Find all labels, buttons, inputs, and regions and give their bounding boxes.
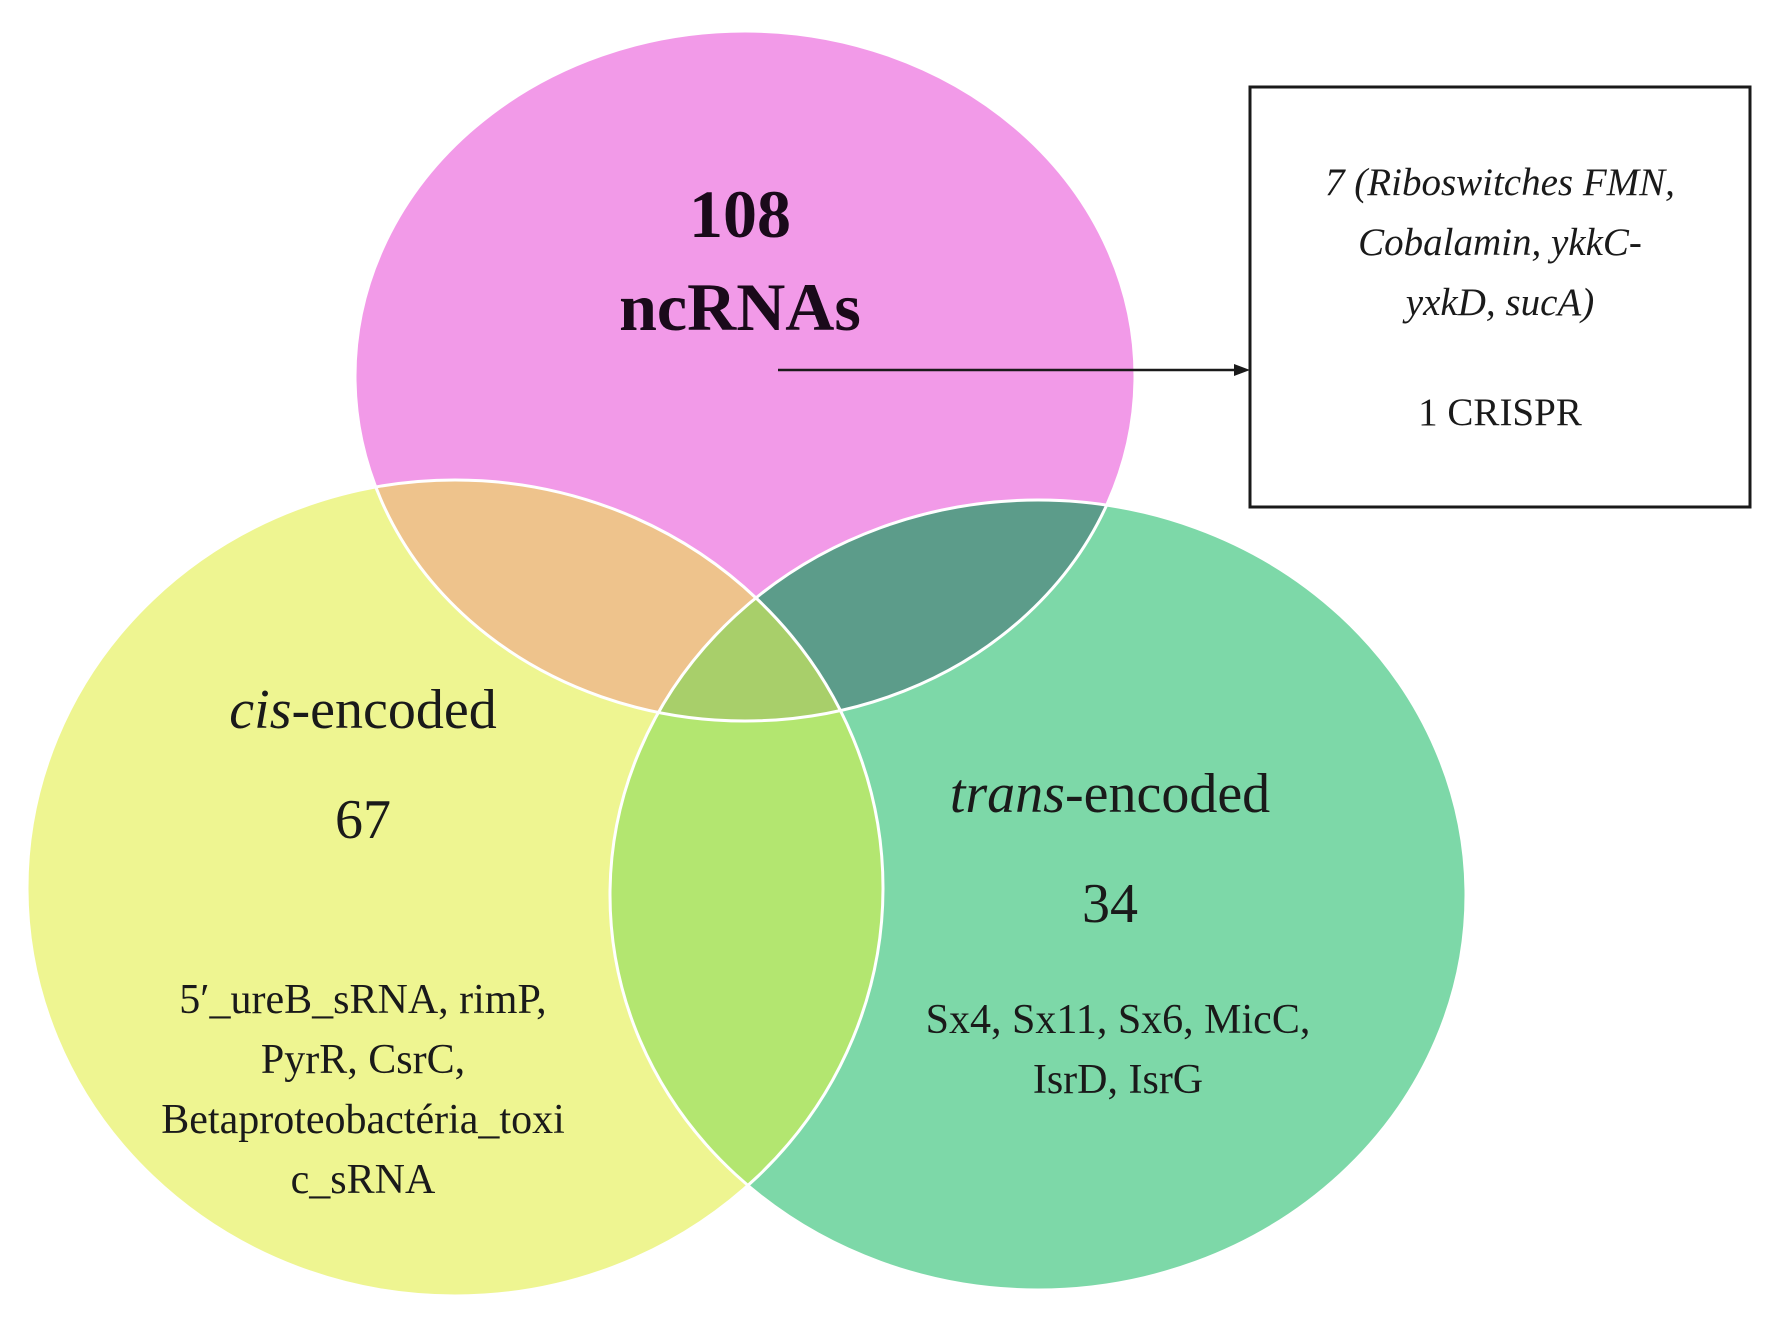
center-overlap (610, 500, 883, 721)
cis-item-line-3: Betaproteobactéria_toxi (161, 1097, 565, 1143)
cis-item-line-4: c_sRNA (291, 1157, 436, 1203)
cis-label-rest: -encoded (292, 679, 497, 741)
callout-riboswitch-line-2: Cobalamin, ykkC- (1358, 221, 1642, 264)
callout-riboswitch-line-3: yxkD, sucA) (1402, 281, 1594, 324)
callout-crispr: 1 CRISPR (1418, 391, 1582, 434)
trans-item-line-1: Sx4, Sx11, Sx6, MicC, (926, 997, 1311, 1043)
callout-arrow-head (1234, 364, 1250, 376)
cis-label-italic: cis (229, 679, 291, 741)
ncrnas-total-count: 108 (689, 176, 791, 252)
callout-box (1248, 85, 1752, 509)
trans-item-line-2: IsrD, IsrG (1033, 1057, 1203, 1103)
callout-riboswitch-line-1: 7 (Riboswitches FMN, (1325, 161, 1675, 204)
cis-encoded-count: 67 (335, 789, 391, 851)
cis-ncrnas-overlap (355, 480, 883, 721)
ncrnas-label: ncRNAs (619, 269, 861, 345)
trans-encoded-count: 34 (1082, 873, 1138, 935)
cis-item-line-2: PyrR, CsrC, (261, 1037, 465, 1083)
cis-encoded-label: cis-encoded (229, 679, 496, 741)
trans-outline (608, 498, 1468, 1292)
cis-item-line-1: 5′_ureB_sRNA, rimP, (179, 977, 546, 1023)
trans-label-italic: trans (950, 763, 1065, 825)
cis-outline (25, 478, 885, 1298)
ncrnas-outline (353, 29, 1137, 723)
trans-encoded-label: trans-encoded (950, 763, 1270, 825)
trans-label-rest: -encoded (1065, 763, 1270, 825)
